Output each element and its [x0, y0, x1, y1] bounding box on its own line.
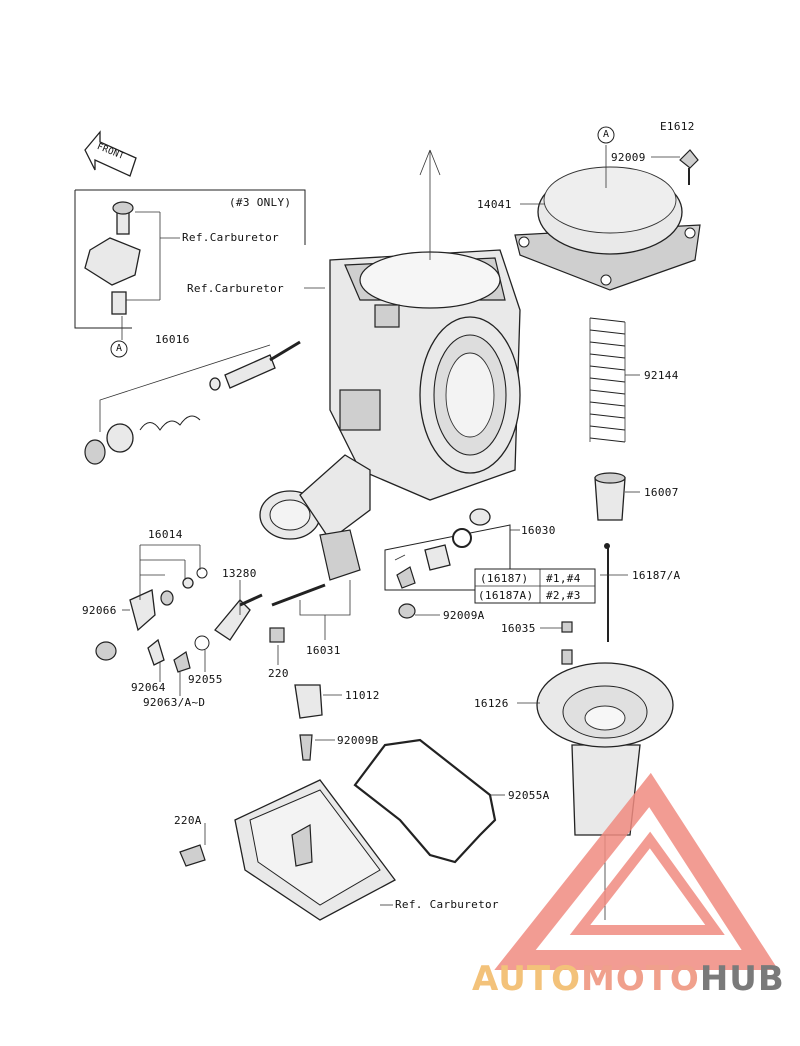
float-bowl — [179, 684, 396, 921]
callout-a-left: A — [116, 343, 123, 354]
label-92009: 92009 — [611, 151, 646, 164]
variant-row-2-carbs: #2,#3 — [546, 589, 581, 602]
diagram-code: E1612 — [660, 120, 695, 133]
float-gasket — [353, 738, 497, 864]
label-16031: 16031 — [306, 644, 341, 657]
leader-16016 — [99, 344, 271, 432]
label-92009b: 92009B — [337, 734, 379, 747]
leader-lines — [122, 156, 680, 906]
callout-a-circle-right — [597, 126, 615, 144]
watermark-text: AUTOMOTOHUB — [472, 962, 785, 996]
label-16007: 16007 — [644, 486, 679, 499]
label-16035: 16035 — [501, 622, 536, 635]
label-92055: 92055 — [188, 673, 223, 686]
watermark-moto: MOTO — [580, 959, 700, 999]
label-220a: 220A — [174, 814, 202, 827]
label-16126: 16126 — [474, 697, 509, 710]
pilot-screw-assembly — [84, 340, 301, 465]
label-92063: 92063/A~D — [143, 696, 206, 709]
callout-a-right: A — [603, 129, 610, 140]
jet-needle — [604, 543, 610, 642]
label-16016: 16016 — [155, 333, 190, 346]
bracket-assembly — [84, 201, 180, 340]
variant-row-1-carbs: #1,#4 — [546, 572, 581, 585]
ref-carburetor-1: Ref.Carburetor — [182, 231, 279, 244]
watermark-auto: AUTO — [472, 959, 581, 999]
label-92009a: 92009A — [443, 609, 485, 622]
spring-92144 — [589, 317, 626, 443]
vacuum-piston — [536, 621, 674, 920]
carburetor-body — [329, 149, 521, 501]
ref-carburetor-3: Ref. Carburetor — [395, 898, 499, 911]
label-220: 220 — [268, 667, 289, 680]
throttle-elbow — [259, 454, 371, 640]
label-16030: 16030 — [521, 524, 556, 537]
note-3-only: (#3 ONLY) — [229, 196, 292, 209]
needle-holder — [594, 472, 626, 521]
variant-row-1-part: (16187) — [480, 572, 529, 585]
label-92064: 92064 — [131, 681, 166, 694]
label-92066: 92066 — [82, 604, 117, 617]
label-11012: 11012 — [345, 689, 380, 702]
watermark-logo — [494, 772, 779, 970]
label-13280: 13280 — [222, 567, 257, 580]
vacuum-chamber-cover — [514, 145, 701, 291]
ref-box-outline — [74, 189, 306, 329]
jet-parts — [394, 508, 491, 619]
front-arrow-icon — [84, 130, 137, 177]
label-92144: 92144 — [644, 369, 679, 382]
ref-carburetor-2: Ref.Carburetor — [187, 282, 284, 295]
callout-a-circle-left — [110, 340, 128, 358]
label-92055a: 92055A — [508, 789, 550, 802]
watermark-hub: HUB — [699, 959, 785, 999]
variant-row-2-part: (16187A) — [478, 589, 534, 602]
starter-plunger-parts — [95, 544, 285, 673]
label-14041: 14041 — [477, 198, 512, 211]
label-16187a: 16187/A — [632, 569, 681, 582]
label-16014: 16014 — [148, 528, 183, 541]
